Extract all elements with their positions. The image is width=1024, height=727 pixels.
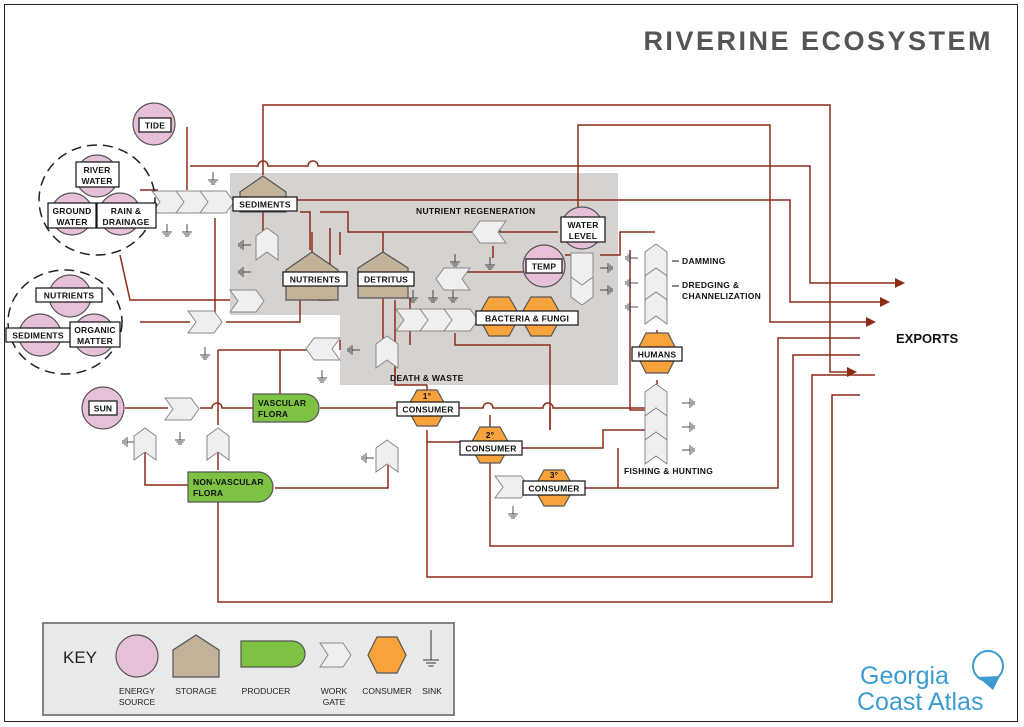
ground-water-label-2: WATER — [56, 217, 87, 227]
vascular-flora-producer — [252, 393, 320, 423]
organic-matter-label-1: ORGANIC — [74, 325, 116, 335]
legend-sink-label: SINK — [422, 686, 442, 696]
tertiary-consumer-sup: 3° — [550, 470, 559, 480]
tertiary-consumer-label: CONSUMER — [528, 484, 579, 494]
primary-consumer-label: CONSUMER — [402, 405, 453, 415]
node-labels: TIDE RIVER WATER GROUND WATER RAIN & DRA… — [5, 117, 958, 498]
secondary-consumer-sup: 2° — [486, 430, 495, 440]
legend-storage-icon — [172, 634, 220, 678]
diagram-title: RIVERINE ECOSYSTEM — [643, 26, 993, 56]
dredging-label-2: CHANNELIZATION — [682, 291, 761, 301]
sediments-label: SEDIMENTS — [239, 200, 291, 210]
legend-heading: KEY — [63, 648, 97, 667]
rain-drainage-label-2: DRAINAGE — [103, 217, 150, 227]
nutrients-input-label: NUTRIENTS — [44, 291, 95, 301]
humans-label: HUMANS — [638, 350, 677, 360]
legend-work-gate-label-1: WORK — [321, 686, 348, 696]
non-vascular-flora-label-1: NON-VASCULAR — [193, 477, 264, 487]
tide-label: TIDE — [145, 121, 165, 131]
logo-line-2: Coast Atlas — [857, 688, 983, 716]
ground-water-label-1: GROUND — [53, 206, 92, 216]
vascular-flora-label-1: VASCULAR — [258, 398, 306, 408]
temp-label: TEMP — [532, 262, 557, 272]
river-water-label-2: WATER — [81, 176, 112, 186]
secondary-consumer-label: CONSUMER — [465, 444, 516, 454]
legend-work-gate-label-2: GATE — [323, 697, 346, 707]
rain-drainage-label-1: RAIN & — [111, 206, 141, 216]
bacteria-fungi-label: BACTERIA & FUNGI — [485, 314, 569, 324]
georgia-coast-atlas-logo: Georgia Coast Atlas — [857, 650, 1004, 716]
legend-energy-source-icon — [115, 634, 159, 678]
water-sources-dashed-group — [38, 144, 156, 256]
detritus-label: DETRITUS — [364, 275, 408, 285]
nutrients-label: NUTRIENTS — [290, 275, 341, 285]
primary-consumer-sup: 1° — [423, 391, 432, 401]
legend-consumer-label: CONSUMER — [362, 686, 412, 696]
sun-label: SUN — [94, 404, 113, 414]
nutrient-regeneration-region — [230, 173, 618, 385]
legend-producer-icon — [240, 640, 306, 668]
fishing-hunting-label: FISHING & HUNTING — [624, 466, 713, 476]
non-vascular-flora-label-2: FLORA — [193, 488, 223, 498]
diagram-frame — [4, 4, 1018, 722]
water-level-label-1: WATER — [567, 220, 598, 230]
producers — [187, 393, 320, 503]
legend-storage-label: STORAGE — [175, 686, 217, 696]
water-level-label-2: LEVEL — [569, 231, 597, 241]
legend-key: KEY ENERGY SOURCE STORAGE PRODUCER WORK … — [42, 622, 455, 716]
vascular-flora-label-2: FLORA — [258, 409, 288, 419]
exports-label: EXPORTS — [896, 331, 958, 346]
matter-sources-dashed-group — [7, 269, 123, 375]
legend-producer-label: PRODUCER — [242, 686, 291, 696]
damming-label: DAMMING — [682, 256, 726, 266]
legend-sink-icon — [423, 630, 439, 667]
sediments-input-label: SEDIMENTS — [12, 331, 64, 341]
legend-work-gate-icon — [319, 642, 352, 668]
river-water-label-1: RIVER — [84, 165, 111, 175]
non-vascular-flora-producer — [187, 471, 274, 503]
dredging-label-1: DREDGING & — [682, 280, 739, 290]
legend-consumer-icon — [367, 636, 407, 674]
organic-matter-label-2: MATTER — [77, 336, 113, 346]
logo-line-1: Georgia — [860, 662, 949, 690]
death-waste-label: DEATH & WASTE — [390, 373, 464, 383]
legend-energy-source-label-2: SOURCE — [119, 697, 156, 707]
energy-flow-lines — [110, 104, 905, 603]
legend-energy-source-label-1: ENERGY — [119, 686, 155, 696]
nutrient-regeneration-label: NUTRIENT REGENERATION — [416, 206, 535, 216]
work-gates — [133, 190, 668, 499]
